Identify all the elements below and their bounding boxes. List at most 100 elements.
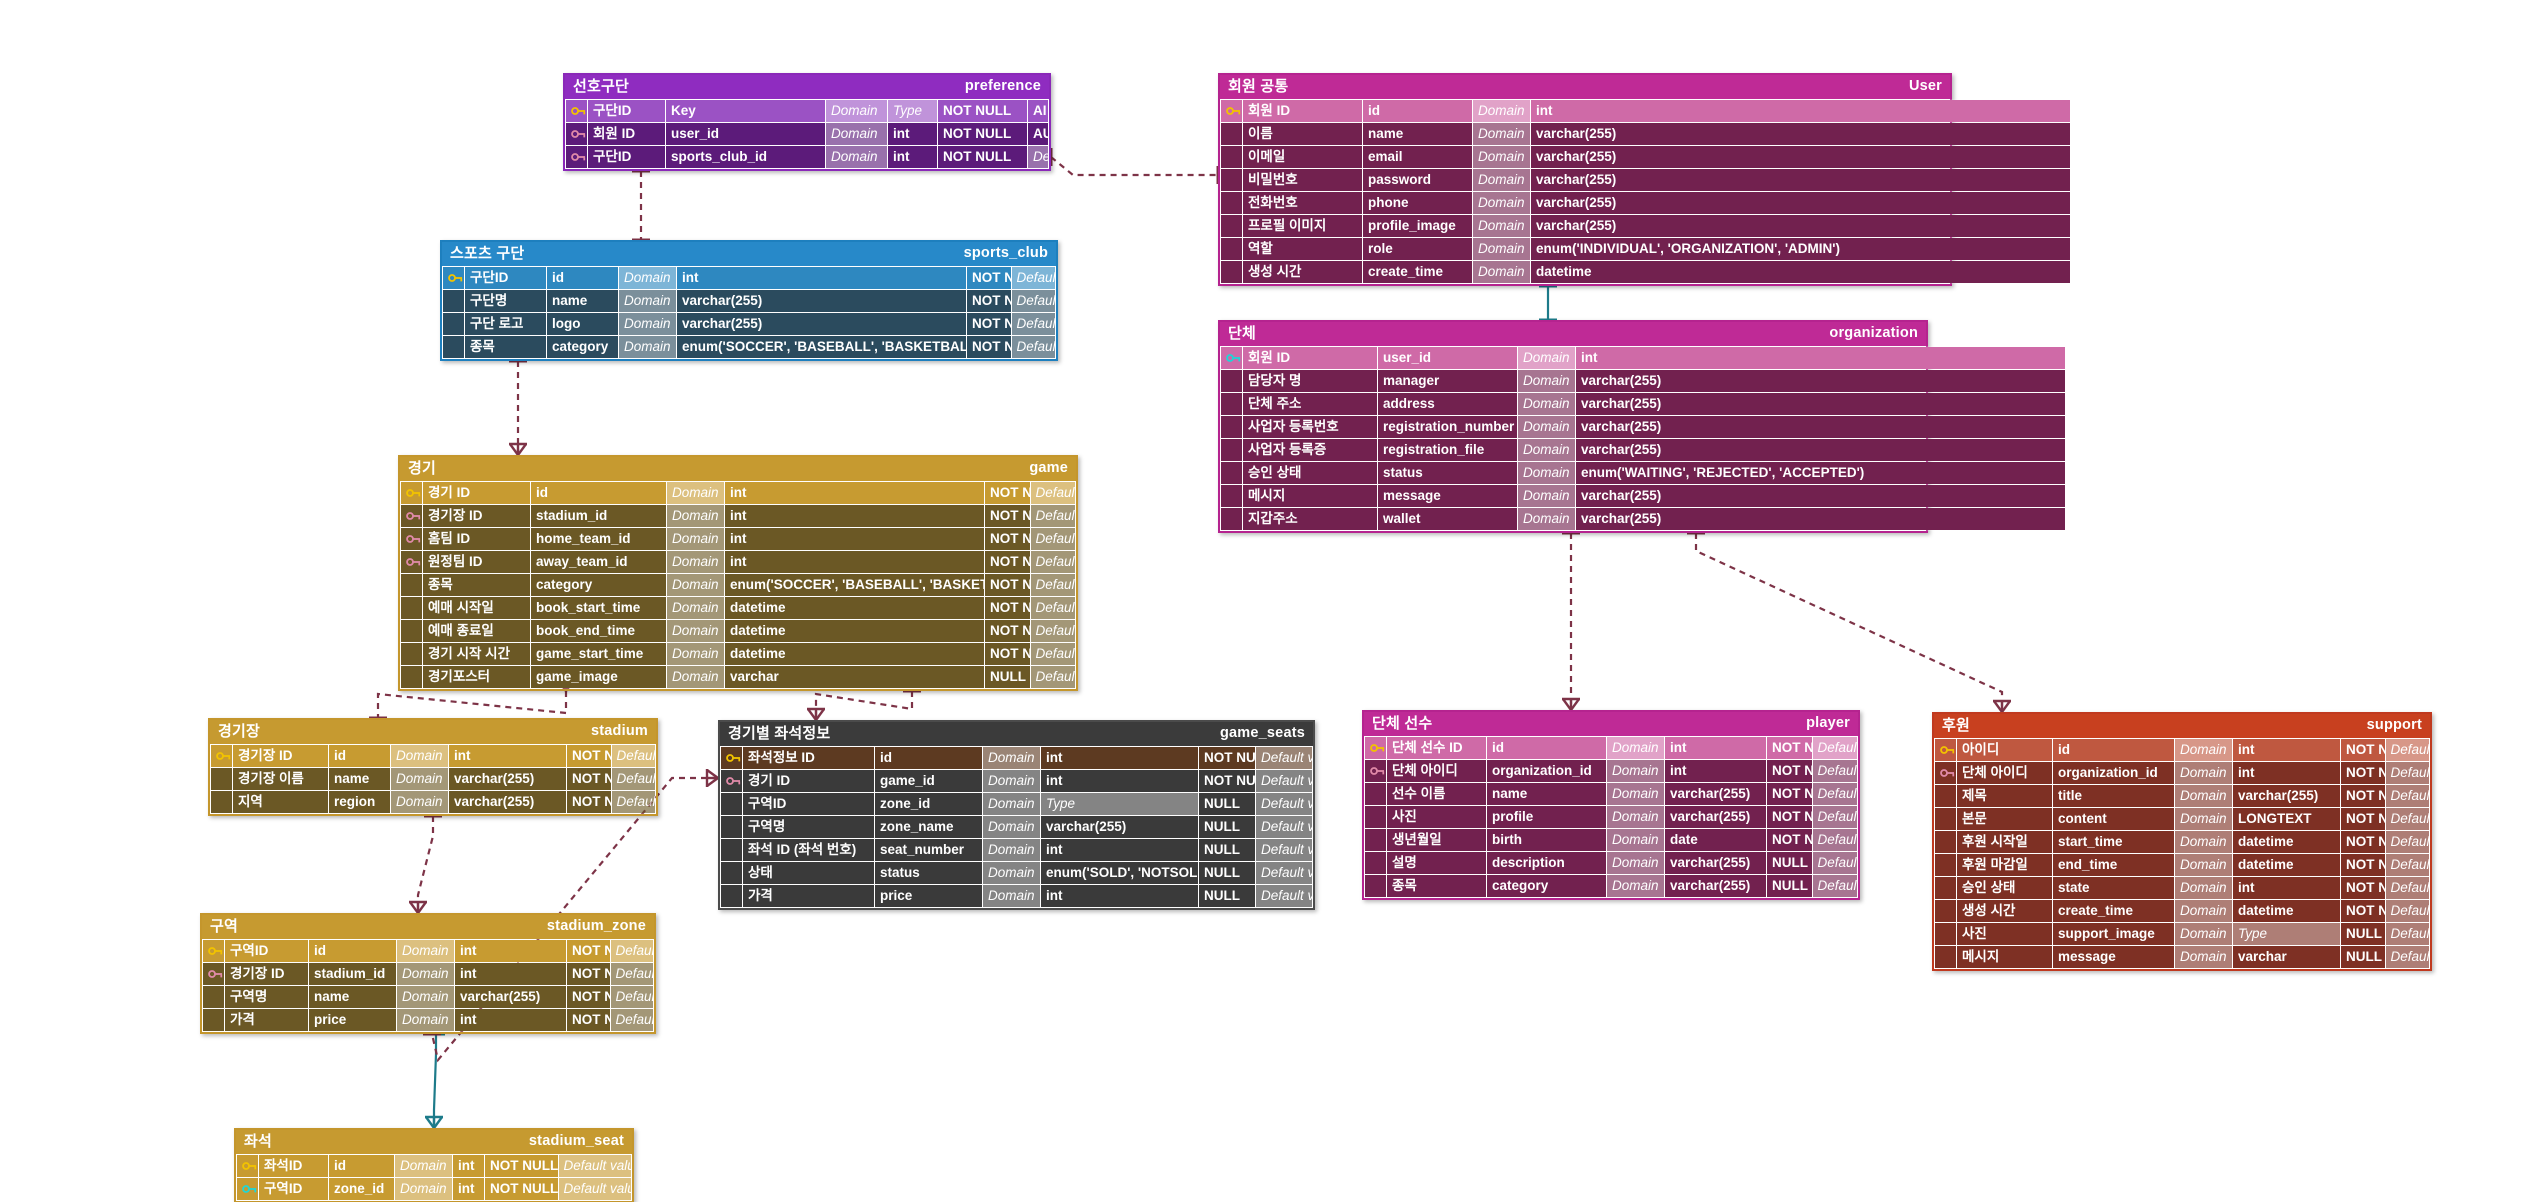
primary-key-icon <box>726 754 741 763</box>
column-extra: Default value <box>1255 769 1313 793</box>
table-row[interactable]: 담당자 명managerDomainvarchar(255)NULLDefaul… <box>1220 369 2066 393</box>
primary-key-teal-icon <box>1226 354 1241 363</box>
column-logical-name: 비밀번호 <box>1242 168 1363 192</box>
table-row[interactable]: 프로필 이미지profile_imageDomainvarchar(255)NO… <box>1220 214 2071 238</box>
column-physical-name: email <box>1362 145 1473 169</box>
no-key-icon <box>1940 952 1955 962</box>
column-logical-name: 구단ID <box>464 266 547 290</box>
table-row[interactable]: 메시지messageDomainvarchar(255)NULLDefault … <box>1220 484 2066 508</box>
column-physical-name: logo <box>546 312 619 336</box>
column-domain: Domain <box>1517 346 1576 370</box>
column-logical-name: 구단 로고 <box>464 312 547 336</box>
column-nullability: NOT NULL <box>2340 853 2386 877</box>
column-physical-name: organization_id <box>1486 759 1607 783</box>
table-row[interactable]: 지갑주소walletDomainvarchar(255)NULLDefault … <box>1220 507 2066 531</box>
column-extra: Default value <box>2384 761 2430 785</box>
